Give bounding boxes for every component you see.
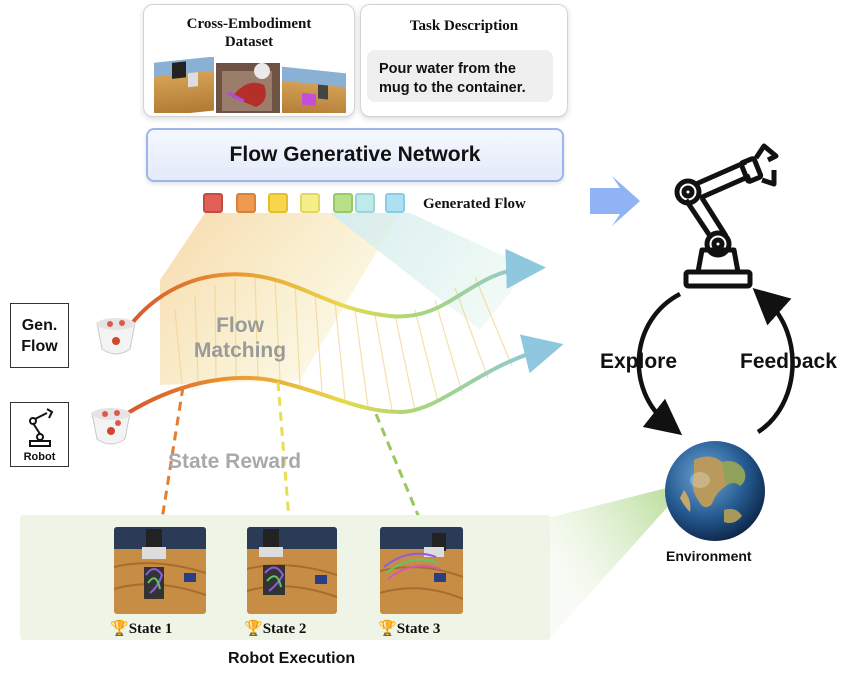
state-3-label: 🏆State 3	[378, 621, 441, 637]
task-description-card: Task Description Pour water from the mug…	[360, 4, 568, 117]
flow-matching-label: Flow Matching	[193, 314, 287, 362]
task-text: Pour water from the mug to the container…	[367, 50, 553, 102]
flow-square-4	[300, 193, 320, 213]
robot-box: Robot	[10, 402, 69, 467]
environment-label: Environment	[666, 548, 752, 564]
robot-execution-label: Robot Execution	[228, 650, 356, 667]
state-3-image	[380, 527, 463, 614]
generated-flow-curve	[116, 248, 546, 345]
flow-square-7	[385, 193, 405, 213]
trophy-icon: 🏆	[244, 621, 263, 637]
gen-flow-box: Gen. Flow	[10, 303, 69, 368]
globe-icon	[665, 441, 765, 541]
explore-arrow	[636, 292, 683, 436]
flow-square-3	[268, 193, 288, 213]
state-reward-label: State Reward	[168, 450, 302, 473]
dataset-card: Cross-Embodiment Dataset	[143, 4, 355, 117]
gen-flow-label: Gen. Flow	[21, 317, 58, 355]
robot-arm-small-icon	[29, 408, 54, 447]
robot-flow-curve	[118, 334, 564, 420]
trophy-icon: 🏆	[378, 621, 397, 637]
state-1-image	[114, 527, 206, 614]
state-3-dashed-line	[374, 413, 427, 533]
generated-flow-label: Generated Flow	[423, 196, 526, 212]
dataset-images	[154, 57, 346, 113]
explore-label: Explore	[600, 350, 678, 373]
feedback-label: Feedback	[740, 350, 837, 373]
state-2-dashed-line	[276, 381, 292, 533]
flow-square-2	[236, 193, 256, 213]
flow-square-1	[203, 193, 223, 213]
big-blue-arrow	[590, 176, 640, 226]
state-1-dashed-line	[158, 386, 185, 533]
flow-square-6	[355, 193, 375, 213]
robot-label: Robot	[23, 451, 56, 463]
state-1-label: 🏆State 1	[110, 621, 173, 637]
flow-generative-network: Flow Generative Network	[146, 128, 564, 182]
mug-icon-robot	[91, 408, 131, 445]
state-2-image	[247, 527, 337, 614]
flow-square-5	[333, 193, 353, 213]
trophy-icon: 🏆	[110, 621, 129, 637]
dataset-title: Cross-Embodiment Dataset	[186, 16, 312, 50]
robot-arm-icon	[674, 143, 779, 289]
task-title: Task Description	[409, 18, 519, 34]
state-2-label: 🏆State 2	[244, 621, 307, 637]
feedback-arrow	[752, 287, 795, 434]
flow-matching-hatching	[174, 275, 513, 411]
mug-icon-gen	[96, 318, 136, 355]
